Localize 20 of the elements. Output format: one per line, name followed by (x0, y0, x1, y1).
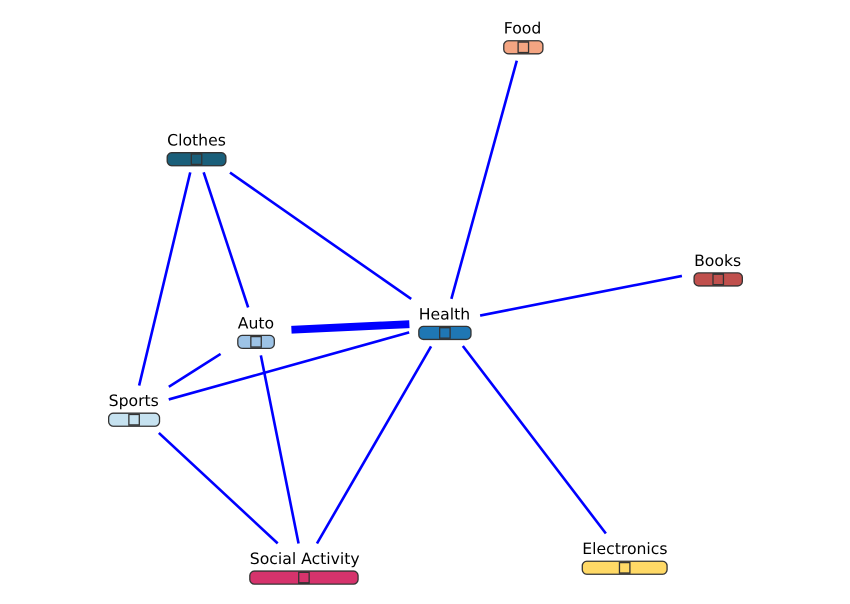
node-label: Social Activity (249, 549, 360, 568)
node-label: Books (694, 250, 741, 270)
connector (450, 60, 518, 300)
node-label: Sports (108, 391, 158, 410)
node-label: Clothes (166, 130, 226, 150)
connector (202, 172, 249, 308)
connector (137, 172, 191, 386)
connector (479, 274, 682, 317)
connector (168, 331, 410, 401)
node-label: Health (418, 304, 470, 324)
connector (168, 352, 221, 388)
connector (157, 432, 278, 544)
connector (259, 355, 300, 544)
connector (290, 320, 410, 334)
node-label: Auto (237, 313, 274, 332)
node-label: Food (503, 18, 541, 38)
connector (315, 346, 432, 544)
node-label: Electronics (582, 539, 668, 558)
connector (461, 345, 606, 534)
connector (228, 172, 412, 300)
